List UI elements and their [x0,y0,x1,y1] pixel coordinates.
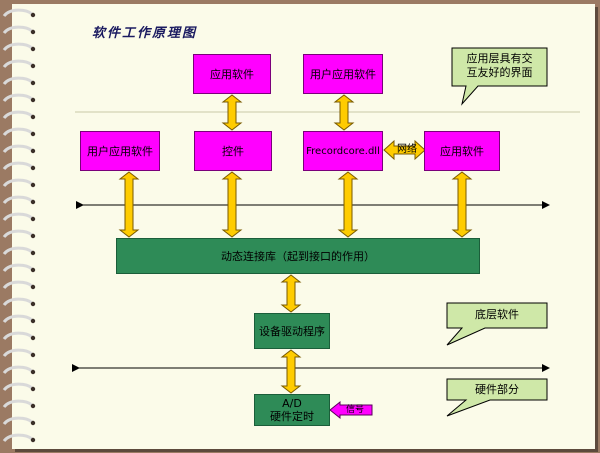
callout-hardware-text: 硬件部分 [475,383,519,396]
ring-hole [30,12,36,18]
ring-hole [30,182,36,188]
ring-hole [30,386,36,392]
arrow-userapp-to-frecordcore [333,94,355,131]
callout-bottom-software-shape [446,302,548,346]
spiral-ring [2,42,33,52]
ring-hole [30,114,36,120]
spiral-ring [2,110,33,120]
ring-hole [30,318,36,324]
spiral-ring [2,348,33,358]
spiral-ring [2,433,33,443]
spiral-ring [2,365,33,375]
ring-hole [30,335,36,341]
box-device-driver: 设备驱动程序 [254,313,330,349]
ring-hole [30,369,36,375]
box-frecordcore-dll: Frecordcore.dll [303,131,383,171]
ring-hole [30,437,36,443]
ring-hole [30,131,36,137]
hardware-timer-label: 硬件定时 [270,410,314,423]
ring-hole [30,63,36,69]
callout-bottom-software-text: 底层软件 [475,308,519,321]
callout-ui-line1: 应用层具有交 [466,52,533,65]
arrow-userapp-to-dll [118,171,140,238]
ad-label: A/D [282,397,302,410]
box-control: 控件 [194,131,272,171]
callout-ui-text: 应用层具有交 互友好的界面 [452,52,547,80]
signal-arrow [329,400,373,420]
box-ad-hardware-timer: A/D 硬件定时 [254,394,330,426]
ring-hole [30,267,36,273]
ring-hole [30,284,36,290]
spiral-ring [2,416,33,426]
ring-hole [30,199,36,205]
signal-label: 信号 [345,405,364,415]
ring-hole [30,148,36,154]
box-app-software-right: 应用软件 [424,131,500,171]
spiral-ring [2,127,33,137]
arrow-appright-to-dll [451,171,473,238]
ring-hole [30,250,36,256]
spiral-ring [2,331,33,341]
spiral-ring [2,212,33,222]
spiral-ring [2,382,33,392]
arrow-control-to-dll [221,171,243,238]
box-user-app-software: 用户应用软件 [80,131,160,171]
spiral-ring [2,263,33,273]
spiral-ring [2,59,33,69]
ring-hole [30,403,36,409]
spiral-ring [2,314,33,324]
callout-hardware-shape [446,378,548,417]
callout-ui-shape [451,47,548,106]
ring-hole [30,46,36,52]
spiral-ring [2,144,33,154]
ring-hole [30,216,36,222]
spiral-ring [2,297,33,307]
ring-hole [30,29,36,35]
diagram-title: 软件工作原理图 [92,26,198,41]
arrow-app-to-control [221,94,243,131]
ring-hole [30,233,36,239]
ring-hole [30,165,36,171]
spiral-ring [2,195,33,205]
box-top-user-app-software: 用户应用软件 [303,54,383,94]
network-label: 网络 [397,144,417,155]
ring-hole [30,301,36,307]
arrow-dll-to-driver [280,274,302,313]
ring-hole [30,352,36,358]
spiral-ring [2,161,33,171]
spiral-ring [2,76,33,86]
spiral-ring [2,25,33,35]
arrow-frecordcore-to-dll [337,171,359,238]
ring-hole [30,420,36,426]
spiral-ring [2,8,33,18]
spiral-ring [2,399,33,409]
spiral-ring [2,229,33,239]
spiral-ring [2,280,33,290]
callout-ui-line2: 互友好的界面 [466,66,533,79]
arrow-driver-to-ad [280,349,302,394]
box-top-app-software: 应用软件 [193,54,271,94]
spiral-ring [2,178,33,188]
spiral-ring [2,93,33,103]
ring-hole [30,97,36,103]
box-dynamic-link-library: 动态连接库（起到接口的作用） [116,238,480,274]
ring-hole [30,80,36,86]
spiral-ring [2,246,33,256]
